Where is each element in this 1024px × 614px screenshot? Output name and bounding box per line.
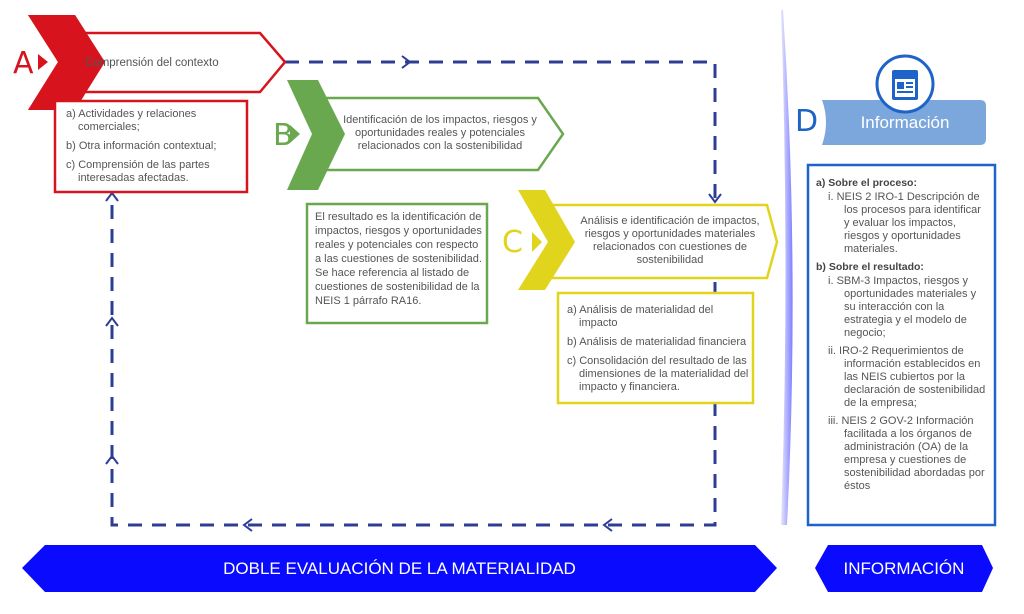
- step-c-title: Análisis e identificación de impactos, r…: [580, 215, 760, 266]
- step-d-title: Información: [860, 113, 950, 132]
- list-item: a) Análisis de materialidad del impacto: [567, 304, 714, 329]
- step-a-title: Comprensión del contexto: [85, 57, 219, 69]
- list-item: b) Análisis de materialidad financiera: [567, 336, 747, 348]
- list-item: ii. IRO-2 Requerimientos de información …: [828, 345, 986, 409]
- banner-right-shape: [815, 545, 993, 592]
- step-b-chevron: [287, 80, 345, 190]
- banner-left-shape: [22, 545, 777, 592]
- step-a-list: a) Actividades y relaciones comerciales;…: [66, 108, 241, 191]
- step-c-letter: C: [502, 225, 523, 260]
- banner-information: INFORMACIÓN: [843, 558, 965, 578]
- step-a-letter: A: [13, 46, 34, 81]
- step-b-letter: B: [273, 118, 294, 153]
- step-b-title: Identificación de los impactos, riesgos …: [343, 114, 537, 152]
- list-item: b) Otra información contextual;: [66, 140, 217, 152]
- list-item: a) Actividades y relaciones comerciales;: [66, 108, 197, 133]
- step-b-result: El resultado es la identificación de imp…: [315, 211, 482, 307]
- list-item: c) Comprensión de las partes interesadas…: [66, 159, 210, 184]
- banner-double-materiality: DOBLE EVALUACIÓN DE LA MATERIALIDAD: [223, 558, 576, 578]
- step-c-chevron: [518, 190, 575, 290]
- info-heading: a) Sobre el proceso:: [816, 177, 917, 189]
- list-item: i. SBM-3 Impactos, riesgos y oportunidad…: [828, 275, 977, 339]
- step-c-list: a) Análisis de materialidad del impacto …: [567, 304, 749, 400]
- list-item: iii. NEIS 2 GOV-2 Información facilitada…: [828, 415, 985, 492]
- list-item: i. NEIS 2 IRO-1 Descripción de los proce…: [828, 191, 981, 255]
- list-item: c) Consolidación del resultado de las di…: [567, 355, 749, 393]
- info-box: a) Sobre el proceso: i. NEIS 2 IRO-1 Des…: [816, 173, 988, 498]
- info-tab: [822, 100, 986, 145]
- step-d-letter: D: [795, 104, 819, 139]
- document-icon: [892, 70, 918, 100]
- loop-arrowheads: [105, 55, 722, 532]
- info-heading: b) Sobre el resultado:: [816, 261, 924, 273]
- section-divider: [781, 10, 793, 525]
